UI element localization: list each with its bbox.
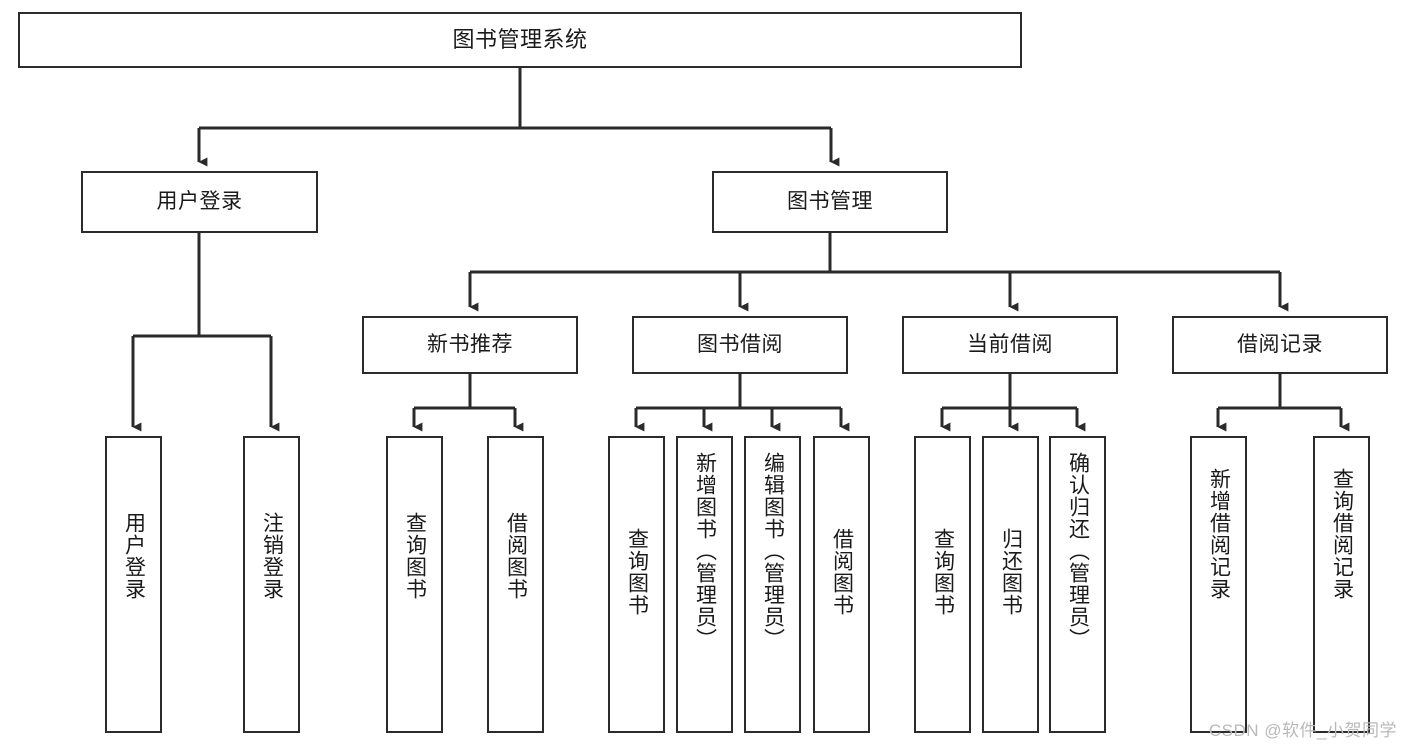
node-leaf-query-book-1[interactable]: 查询图书: [386, 436, 443, 733]
node-label: 注销登录: [260, 512, 284, 600]
node-leaf-borrow-book-2[interactable]: 借阅图书: [813, 436, 870, 733]
borrow-record-to-leaves-connectors: [1216, 374, 1350, 432]
user-login-to-leaves-connectors: [131, 233, 280, 432]
node-borrow-record[interactable]: 借阅记录: [1172, 316, 1388, 374]
node-book-management[interactable]: 图书管理: [712, 171, 948, 233]
node-leaf-add-borrow-record[interactable]: 新增借阅记录: [1190, 436, 1247, 733]
node-label: 新书推荐: [427, 333, 513, 357]
node-label: 图书借阅: [697, 333, 783, 357]
node-leaf-query-borrow-record[interactable]: 查询借阅记录: [1313, 436, 1370, 733]
node-new-book-recommend[interactable]: 新书推荐: [362, 316, 578, 374]
node-book-borrow[interactable]: 图书借阅: [632, 316, 848, 374]
node-label: 借阅图书: [830, 528, 854, 616]
node-label: 借阅图书: [504, 512, 528, 600]
current-borrow-to-leaves-connectors: [940, 374, 1086, 432]
node-current-borrow[interactable]: 当前借阅: [902, 316, 1118, 374]
node-label: 当前借阅: [967, 333, 1053, 357]
node-label: 查询图书: [931, 528, 955, 616]
node-label: 借阅记录: [1237, 333, 1323, 357]
book-management-to-level3-connectors: [468, 233, 1289, 312]
node-label: 查询借阅记录: [1330, 468, 1354, 600]
node-leaf-logout-login[interactable]: 注销登录: [243, 436, 300, 733]
node-root-system[interactable]: 图书管理系统: [18, 12, 1022, 68]
node-label: 图书管理系统: [452, 26, 588, 52]
node-leaf-edit-book-admin[interactable]: 编辑图书（管理员）: [744, 436, 801, 733]
node-label: 归还图书: [999, 528, 1023, 616]
book-borrow-to-leaves-connectors: [634, 374, 850, 432]
node-leaf-add-book-admin[interactable]: 新增图书（管理员）: [676, 436, 733, 733]
node-leaf-confirm-return-admin[interactable]: 确认归还（管理员）: [1049, 436, 1106, 733]
node-leaf-query-book-2[interactable]: 查询图书: [608, 436, 665, 733]
node-user-login[interactable]: 用户登录: [81, 171, 318, 233]
node-label: 图书管理: [787, 190, 873, 214]
node-label: 查询图书: [403, 512, 427, 600]
node-label: 新增借阅记录: [1207, 468, 1231, 600]
node-leaf-return-book[interactable]: 归还图书: [982, 436, 1039, 733]
node-leaf-user-login[interactable]: 用户登录: [105, 436, 162, 733]
csdn-watermark: CSDN @软件_小贺同学: [1208, 721, 1397, 740]
new-book-recommend-to-leaves-connectors: [412, 374, 524, 432]
node-leaf-borrow-book-1[interactable]: 借阅图书: [487, 436, 544, 733]
node-label: 确认归还（管理员）: [1066, 452, 1090, 650]
node-leaf-query-book-3[interactable]: 查询图书: [914, 436, 971, 733]
root-to-level2-connectors: [197, 68, 840, 167]
node-label: 用户登录: [156, 190, 243, 214]
node-label: 编辑图书（管理员）: [761, 452, 785, 650]
node-label: 新增图书（管理员）: [693, 452, 717, 650]
node-label: 查询图书: [625, 528, 649, 616]
node-label: 用户登录: [122, 512, 146, 600]
